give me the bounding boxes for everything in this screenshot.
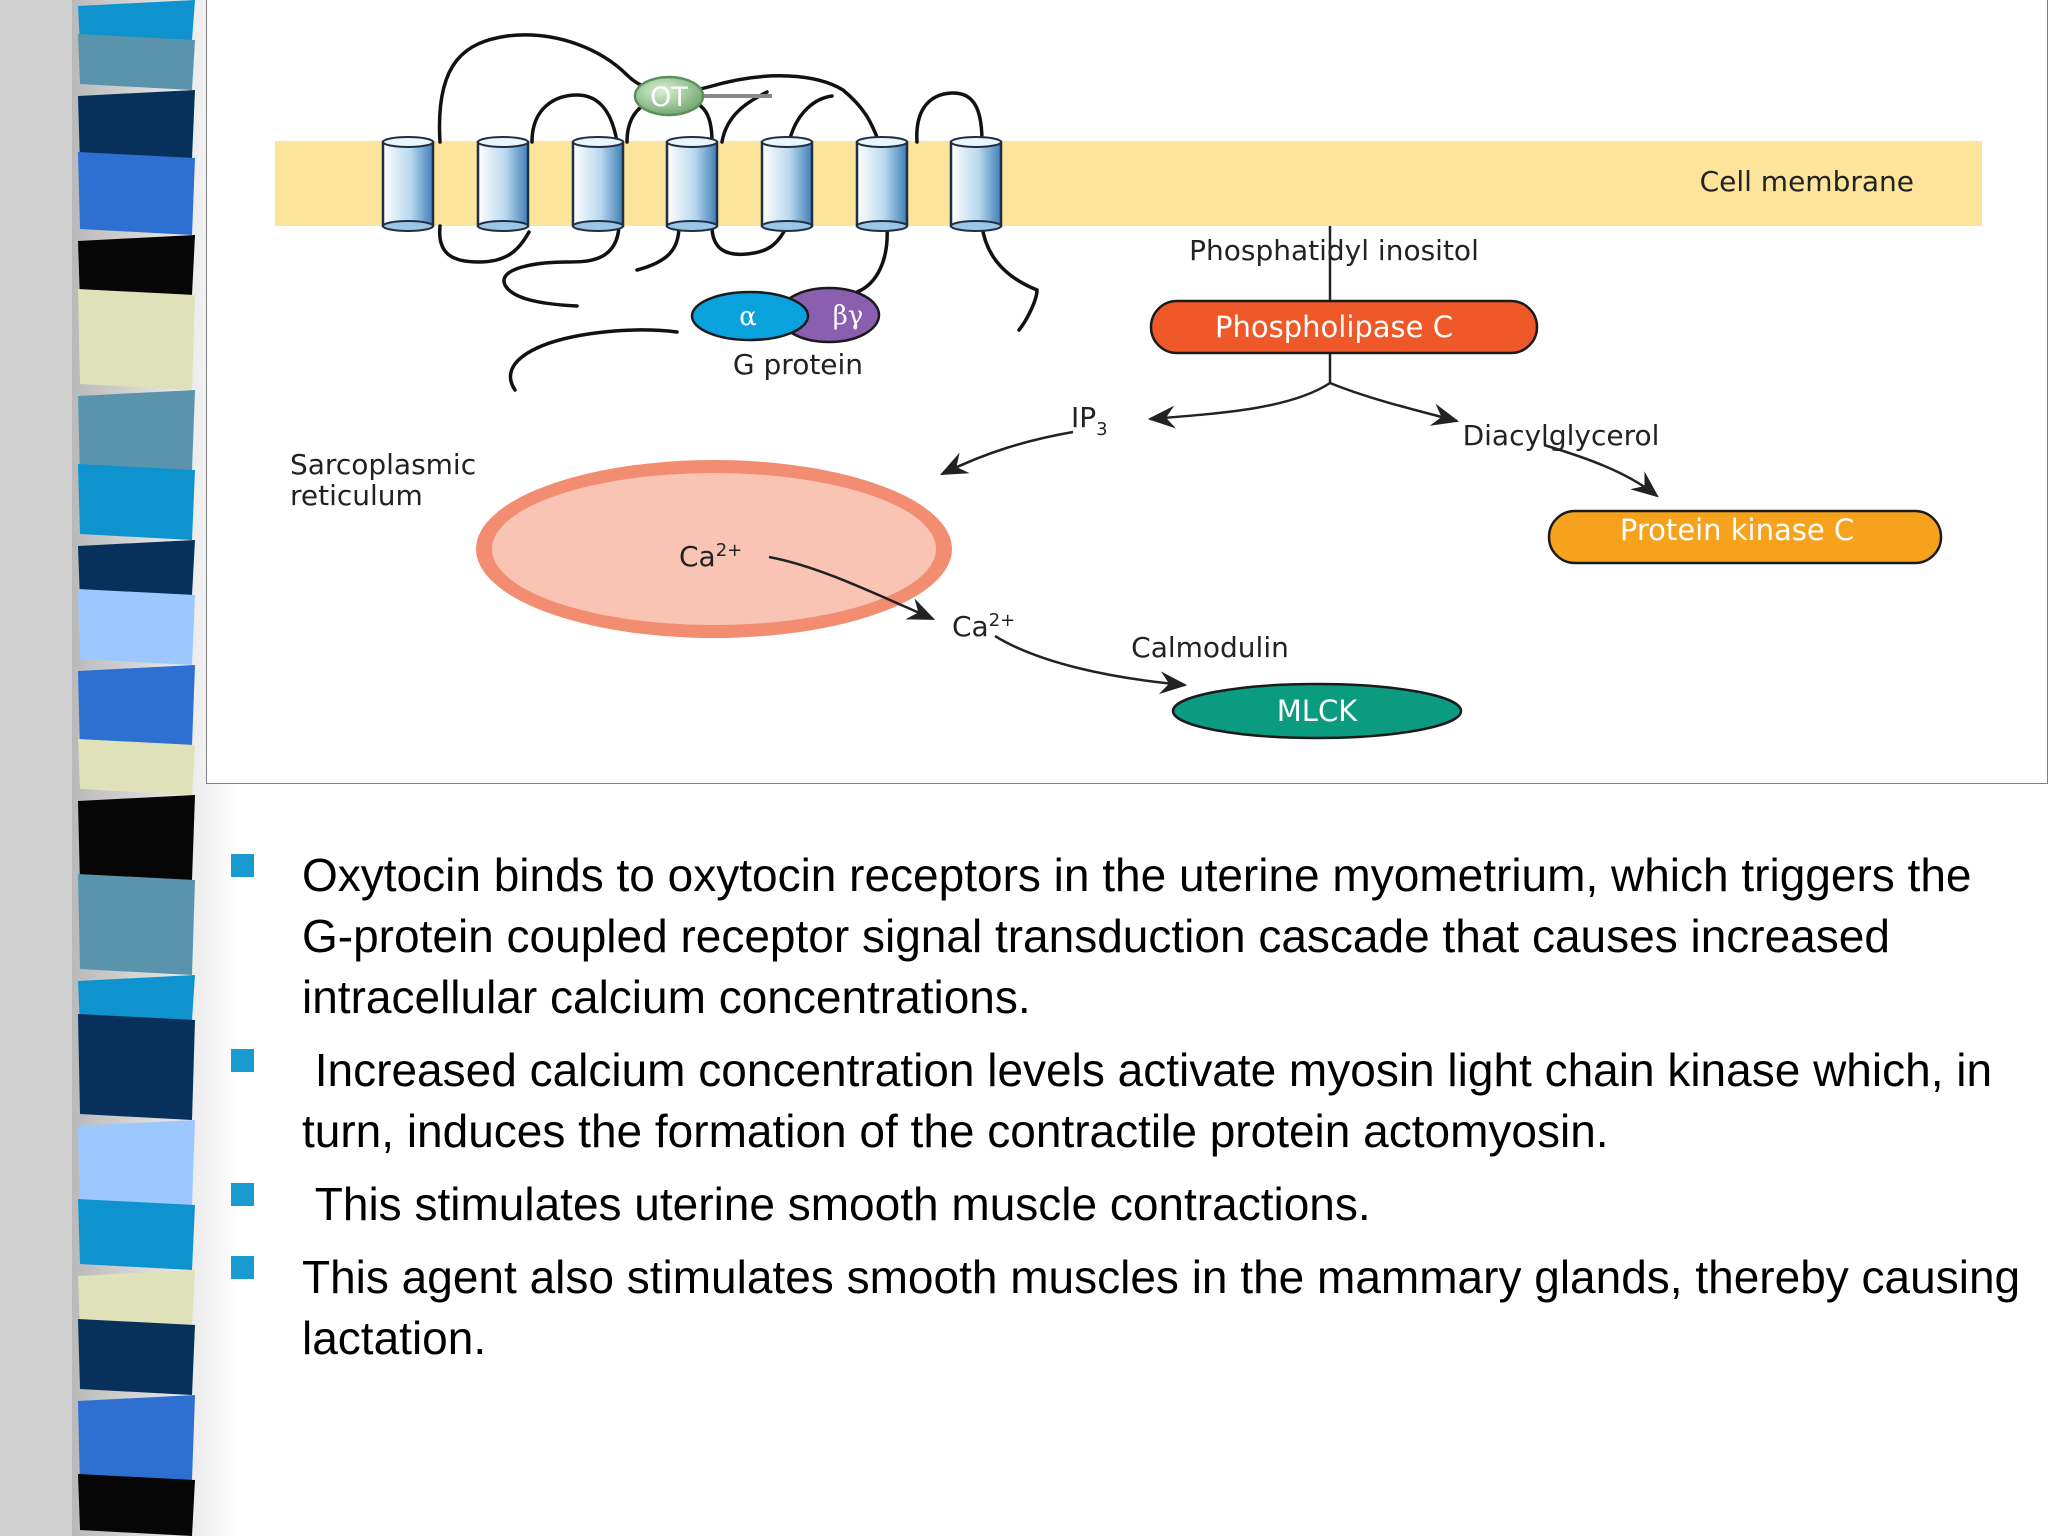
stripe-band <box>78 975 195 1026</box>
receptor-helices <box>381 136 1003 232</box>
stripe-band <box>78 1270 195 1331</box>
stripe-band <box>78 289 195 390</box>
g-protein: α βγ G protein <box>690 286 881 381</box>
square-bullet-icon <box>231 1256 254 1279</box>
stripe-bands <box>78 0 195 1536</box>
ip3-text: IP <box>1071 401 1096 434</box>
sarcoplasmic-label-line1: Sarcoplasmic <box>290 448 476 481</box>
mlck-label: MLCK <box>1277 694 1358 728</box>
bullet-text: Increased calcium concentration levels a… <box>302 1044 2005 1157</box>
transmembrane-helix <box>665 136 719 232</box>
stripe-band <box>78 34 195 90</box>
ca-outside-text: Ca <box>952 610 989 643</box>
phosphatidyl-inositol-label: Phosphatidyl inositol <box>1189 234 1479 267</box>
phospholipase-c-label: Phospholipase C <box>1215 310 1453 344</box>
ca-outside-charge: 2+ <box>989 610 1016 631</box>
bullet-item: This agent also stimulates smooth muscle… <box>228 1247 2028 1369</box>
stripe-band <box>78 390 195 476</box>
beta-gamma-label: βγ <box>833 301 864 331</box>
bullet-text: Oxytocin binds to oxytocin receptors in … <box>302 849 1972 1023</box>
transmembrane-helix <box>949 136 1003 232</box>
stripe-band <box>78 795 195 886</box>
stripe-band <box>78 235 195 301</box>
diacylglycerol-label: Diacylglycerol <box>1463 419 1660 452</box>
bullet-item: Oxytocin binds to oxytocin receptors in … <box>228 845 2028 1028</box>
stripe-band <box>78 0 195 46</box>
calmodulin-label: Calmodulin <box>1131 631 1289 664</box>
ip3-subscript: 3 <box>1096 419 1107 440</box>
stripe-band <box>78 1319 195 1395</box>
phospholipase-c-node: Phospholipase C <box>1149 299 1539 355</box>
sarcoplasmic-label-line2: reticulum <box>290 479 423 512</box>
bullet-item: Increased calcium concentration levels a… <box>228 1040 2028 1162</box>
stripe-band <box>78 1395 195 1486</box>
g-protein-label: G protein <box>733 348 863 381</box>
stripe-band <box>78 1474 195 1536</box>
cell-membrane-label: Cell membrane <box>1700 165 1914 198</box>
sarcoplasmic-reticulum <box>476 460 952 638</box>
stripe-band <box>78 540 195 601</box>
ca-inside-charge: 2+ <box>716 540 743 561</box>
stripe-band <box>78 739 195 795</box>
bullet-text: This agent also stimulates smooth muscle… <box>302 1251 2021 1364</box>
ip3-label: IP3 <box>1071 401 1108 440</box>
bullet-item: This stimulates uterine smooth muscle co… <box>228 1174 2028 1235</box>
calcium-release-arrows <box>768 555 1188 695</box>
mlck-node: MLCK <box>1171 682 1463 740</box>
stripe-band <box>78 665 195 751</box>
protein-kinase-c-node: Protein kinase C <box>1547 509 1943 565</box>
ca-inside-text: Ca <box>679 540 716 573</box>
stripe-band <box>78 874 195 975</box>
cell-membrane-band <box>275 141 1982 226</box>
transmembrane-helix <box>381 136 435 232</box>
g-protein-alpha-subunit <box>690 290 810 342</box>
stripe-band <box>78 1120 195 1211</box>
square-bullet-icon <box>231 854 254 877</box>
ca-outside-label: Ca2+ <box>952 610 1015 643</box>
transmembrane-helix <box>855 136 909 232</box>
transmembrane-helix <box>571 136 625 232</box>
ot-ligand: OT <box>633 75 772 117</box>
stripe-band <box>78 152 195 235</box>
alpha-label: α <box>739 302 757 332</box>
ot-label: OT <box>650 82 688 113</box>
stripe-band <box>78 1014 195 1120</box>
transmembrane-helix <box>760 136 814 232</box>
stripe-band <box>78 464 195 540</box>
square-bullet-icon <box>231 1049 254 1072</box>
square-bullet-icon <box>231 1183 254 1206</box>
transmembrane-helix <box>476 136 530 232</box>
pathway-diagram: Cell membrane OT <box>206 0 2048 784</box>
stripe-band <box>78 1199 195 1270</box>
decorative-side-stripe <box>0 0 240 1536</box>
bullet-text: This stimulates uterine smooth muscle co… <box>302 1178 1371 1230</box>
ca-inside-label: Ca2+ <box>679 540 742 573</box>
plc-branch-arrows <box>939 354 1659 498</box>
protein-kinase-c-label: Protein kinase C <box>1620 513 1854 547</box>
stripe-band <box>78 90 195 164</box>
stripe-band <box>78 589 195 665</box>
bullet-list: Oxytocin binds to oxytocin receptors in … <box>228 845 2028 1381</box>
